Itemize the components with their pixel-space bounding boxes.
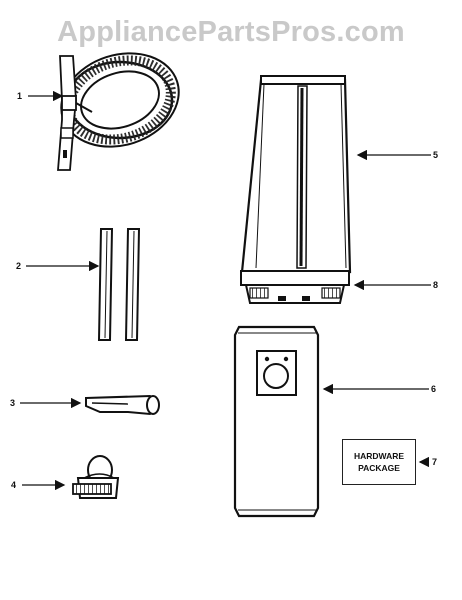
leader-lines: [20, 90, 431, 491]
callout-8: 8: [433, 280, 439, 290]
callout-5: 5: [433, 150, 439, 160]
watermark-text: AppliancePartsPros.com: [57, 16, 405, 48]
callout-1: 1: [17, 91, 23, 101]
hardware-label-line1: HARDWARE: [353, 451, 405, 461]
part-hose: [57, 52, 180, 171]
callout-2: 2: [16, 261, 22, 271]
part-dusting-brush: [72, 455, 120, 499]
part-crevice-tool: [85, 394, 160, 416]
part-extension-tubes: [97, 228, 141, 341]
part-housing-base: [240, 270, 350, 304]
callout-3: 3: [10, 398, 16, 408]
hardware-label-line2: PACKAGE: [358, 463, 400, 473]
callout-7: 7: [432, 457, 438, 467]
callout-6: 6: [431, 384, 437, 394]
part-paper-bag: [233, 325, 320, 518]
part-hardware-package: HARDWARE PACKAGE: [342, 439, 416, 485]
part-bag-housing: [240, 75, 352, 274]
callout-4: 4: [11, 480, 17, 490]
